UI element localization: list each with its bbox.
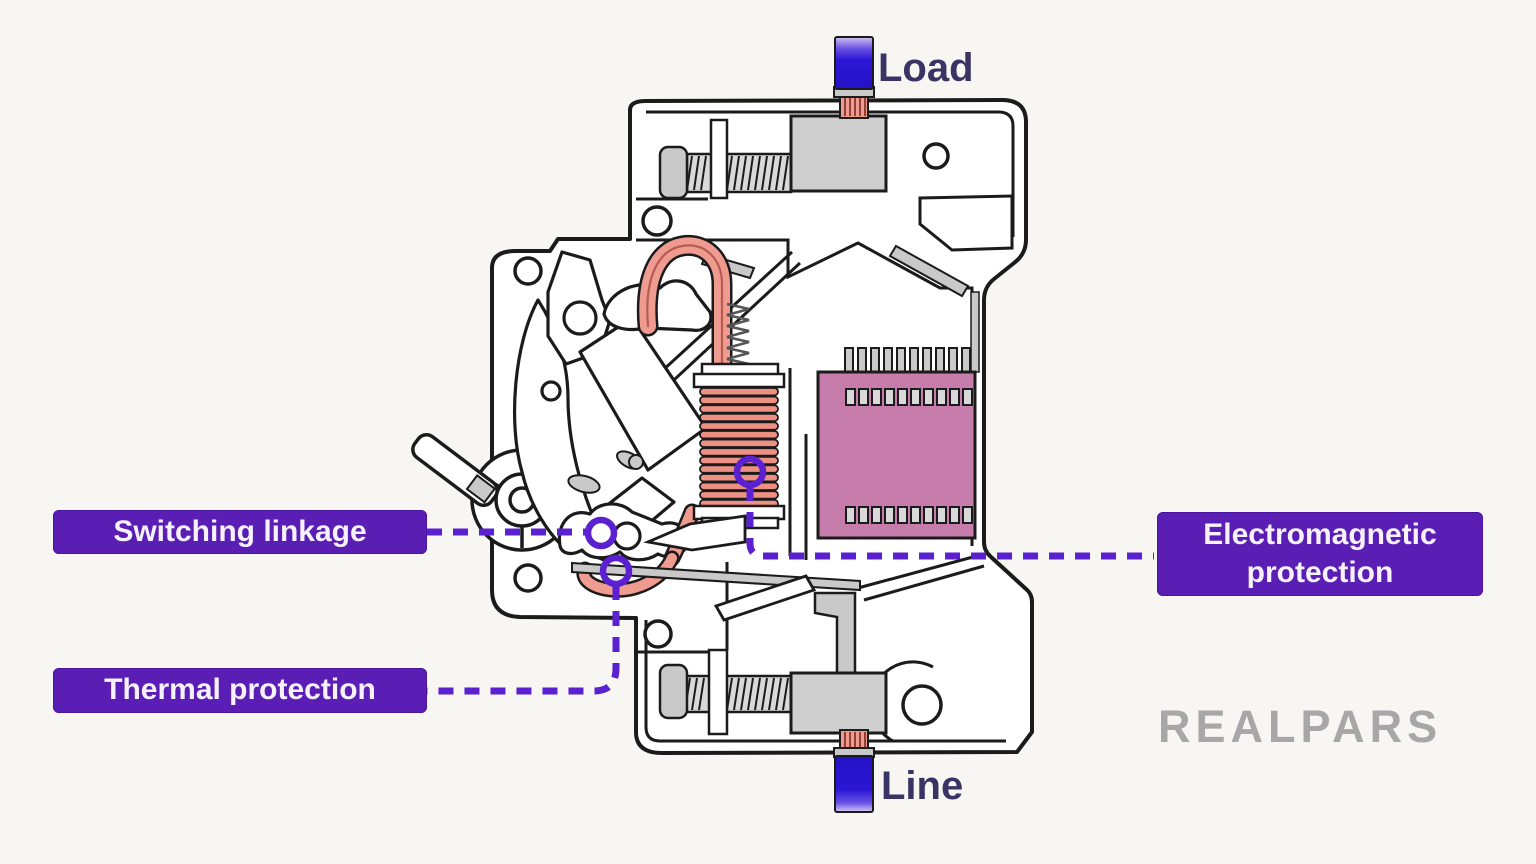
coil-turn [699,421,779,431]
thread-ridge [747,155,754,191]
coil-turn [699,404,779,414]
screw-head-top [658,145,689,200]
top-terminal-assembly [658,36,888,200]
line-terminal [834,755,874,813]
switching-marker-ring [584,516,618,550]
thermal-marker-ring [599,554,633,588]
bimetal-arm [713,574,817,622]
chute-slot [871,388,882,406]
line-label: Line [881,764,964,808]
electromagnetic-leader-line [746,486,1154,560]
thread-wall-top [709,118,729,200]
thread-ridge [754,155,761,191]
thread-ridge [761,677,768,711]
chute-slot [858,506,869,524]
chute-slot [923,388,934,406]
bottom-terminal-assembly [658,648,888,813]
load-label: Load [878,46,974,90]
chute-slot [936,506,947,524]
thread-ridge [691,677,698,711]
callout-switching-linkage: Switching linkage [53,510,427,554]
thread-ridge [700,155,707,191]
thread-ridge [733,155,740,191]
thread-ridge [782,155,789,191]
thread-ridge [733,677,740,711]
metal-strip-arc-runner [888,244,970,298]
pivot-pins [567,450,644,494]
thread-ridge [698,677,705,711]
arc-chute [816,347,977,540]
coil-turn [699,447,779,457]
electromagnetic-marker-ring [733,455,767,489]
thread-ridge [754,677,761,711]
coil-turn [699,412,779,423]
chute-slot [936,388,947,406]
chute-slot [910,506,921,524]
lever-pivot-hole [562,300,598,336]
thread-ridge [740,155,747,191]
chute-slot [962,388,973,406]
thread-wall-bottom [707,648,729,736]
thread-ridge [775,155,782,191]
chute-slot [923,506,934,524]
callout-thermal-protection: Thermal protection [53,668,427,713]
annotation-lines [427,455,1154,695]
coil-turn [699,490,779,500]
chute-slot [845,506,856,524]
chute-slot [910,388,921,406]
case-holes [513,142,950,726]
thread-ridge [740,677,747,711]
chute-slot [949,388,960,406]
thread-ridge [747,677,754,711]
chute-slot [858,388,869,406]
thread-ridge [768,155,775,191]
thread-ridge [761,155,768,191]
chute-side-channel [970,291,980,373]
blade-hole [540,380,562,402]
arc-runner-cavity [918,194,1014,252]
thread-ridge [768,677,775,711]
terminal-block-top [789,114,888,193]
plunger-armature [643,514,747,552]
thermal-leader-line [427,585,620,695]
coil-turn [699,430,779,440]
toggle-handle [411,432,499,508]
chute-slot [897,506,908,524]
solenoid-coil [692,362,786,530]
linkage-levers [512,250,713,562]
terminal-block-bottom [789,671,888,735]
callout-electromagnetic-protection: Electromagnetic protection [1157,512,1483,596]
screw-head-bottom [658,663,689,720]
chute-slot [962,506,973,524]
latch-hole [612,521,642,551]
thread-ridge [775,677,782,711]
coil-turn [699,395,779,405]
chute-slot [884,388,895,406]
coil-turn [699,387,779,397]
chute-slot [897,388,908,406]
return-spring [726,302,750,366]
chute-slot [949,506,960,524]
thread-ridge [693,155,700,191]
chute-slot [871,506,882,524]
coil-turn [699,438,779,448]
realpars-logo: REALPARS [1158,701,1443,752]
thread-ridge [782,677,789,711]
chute-slot [884,506,895,524]
chute-slot [845,388,856,406]
load-terminal [834,36,874,90]
